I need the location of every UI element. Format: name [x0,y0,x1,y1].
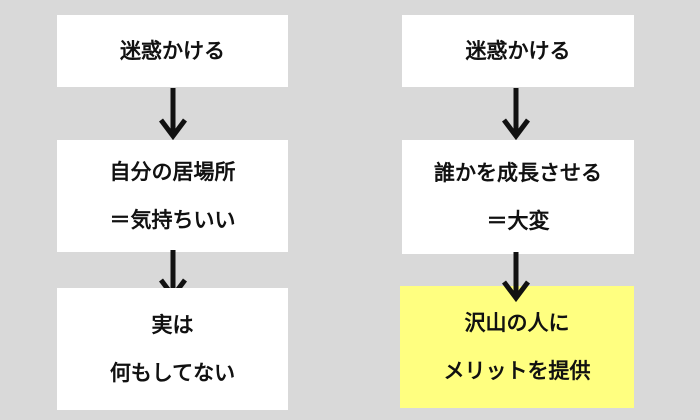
box-text: 迷惑かける [120,39,225,63]
down-arrow-icon [159,88,187,140]
box-text: 迷惑かける [465,39,571,63]
right-box-2: 誰かを成長させる ＝大変 [402,140,634,254]
left-box-1: 迷惑かける [57,15,288,87]
down-arrow-icon [502,252,530,303]
box-text: ＝気持ちいい [109,208,236,232]
right-box-1: 迷惑かける [402,15,634,87]
left-box-2: 自分の居場所 ＝気持ちいい [57,140,288,252]
box-text: 沢山の人に [464,311,570,335]
left-box-3: 実は 何もしてない [57,288,288,410]
box-text: 実は [151,313,194,337]
box-text: メリットを提供 [443,359,591,383]
box-text: ＝大変 [486,209,550,233]
box-text: 何もしてない [109,361,236,385]
right-box-3-highlight: 沢山の人に メリットを提供 [400,286,634,408]
box-text: 自分の居場所 [109,160,236,184]
down-arrow-icon [502,88,530,140]
box-text: 誰かを成長させる [434,161,602,185]
